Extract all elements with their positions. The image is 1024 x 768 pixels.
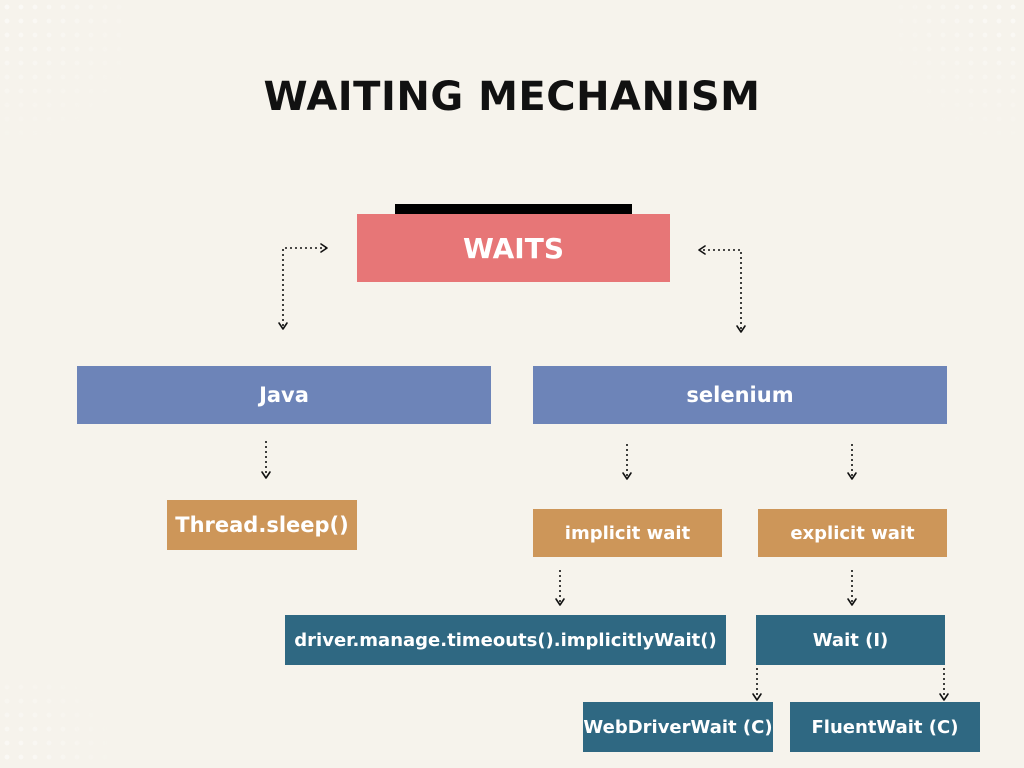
node-implicitly-wait-method: driver.manage.timeouts().implicitlyWait(… (285, 615, 726, 665)
arrow-waits-selenium (698, 245, 746, 333)
decorative-dots-top-left (0, 0, 130, 150)
arrow-selenium-implicit (622, 444, 632, 480)
node-explicit-wait: explicit wait (758, 509, 947, 557)
node-implicit-wait: implicit wait (533, 509, 722, 557)
node-thread-sleep: Thread.sleep() (167, 500, 357, 550)
arrow-selenium-explicit (847, 444, 857, 480)
node-java: Java (77, 366, 491, 424)
node-wait-interface: Wait (I) (756, 615, 945, 665)
arrow-implicit-method (555, 570, 565, 606)
node-selenium: selenium (533, 366, 947, 424)
node-fluentwait: FluentWait (C) (790, 702, 980, 752)
node-webdriverwait: WebDriverWait (C) (583, 702, 773, 752)
arrow-java-sleep (261, 441, 271, 479)
diagram-title: WAITING MECHANISM (263, 74, 761, 120)
arrow-explicit-waitinterface (847, 570, 857, 606)
arrow-waits-java (278, 243, 328, 330)
arrow-wait-fluentwait (939, 668, 949, 701)
decorative-dots-top-right (894, 0, 1024, 150)
root-accent-bar (395, 204, 632, 216)
decorative-dots-bottom-left (0, 680, 130, 768)
node-waits: WAITS (357, 214, 670, 282)
arrow-wait-webdriverwait (752, 668, 762, 701)
